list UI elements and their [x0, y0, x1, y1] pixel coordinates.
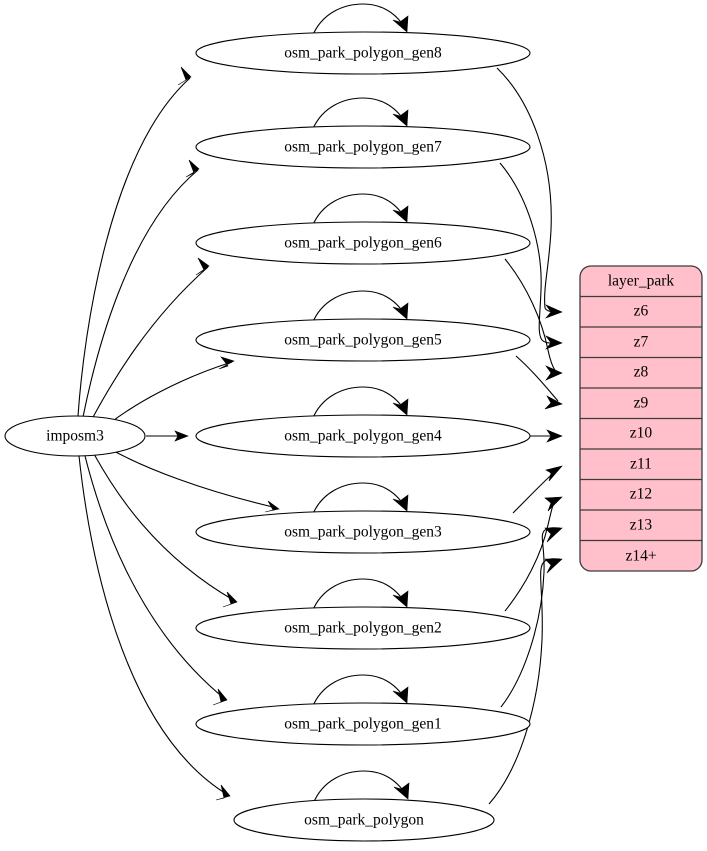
- self-loop-base: [312, 770, 410, 805]
- node-gen7[interactable]: osm_park_polygon_gen7: [195, 125, 531, 169]
- edges-to-layer-park: [488, 67, 563, 805]
- self-loop-gen3: [311, 482, 409, 517]
- edge-imposm3-to-gen5: [109, 356, 235, 424]
- edge-imposm3-to-base: [78, 455, 231, 801]
- edge-imposm3-to-gen3: [111, 449, 280, 513]
- node-imposm3[interactable]: imposm3: [4, 415, 146, 457]
- self-loop-gen5: [311, 290, 409, 325]
- record-node-layer-park[interactable]: layer_park z6 z7 z8 z9 z10 z11 z12 z13 z…: [579, 265, 703, 572]
- imposm3-label: imposm3: [46, 428, 104, 445]
- gen1-label: osm_park_polygon_gen1: [284, 716, 442, 733]
- layer-park-row-z11[interactable]: z11: [630, 456, 652, 473]
- edge-gen5-to-z9: [515, 355, 563, 410]
- edge-imposm3-to-gen8: [77, 66, 192, 417]
- node-gen2[interactable]: osm_park_polygon_gen2: [195, 606, 531, 650]
- layer-park-row-z10[interactable]: z10: [630, 425, 653, 442]
- edge-gen3-to-z11: [512, 465, 563, 514]
- edge-imposm3-to-gen7: [82, 159, 200, 418]
- edge-gen8-to-z6: [496, 67, 563, 319]
- node-gen8[interactable]: osm_park_polygon_gen8: [195, 31, 531, 75]
- edge-gen2-to-z12: [504, 496, 563, 612]
- layer-park-row-z8[interactable]: z8: [634, 364, 649, 381]
- gen6-ellipse[interactable]: [195, 221, 531, 265]
- layer-park-row-z14plus[interactable]: z14+: [625, 548, 656, 565]
- self-loop-gen8: [311, 3, 409, 38]
- base-label: osm_park_polygon: [304, 812, 424, 829]
- layer-park-header-label: layer_park: [608, 273, 675, 290]
- gen6-label: osm_park_polygon_gen6: [284, 235, 442, 252]
- gen1-ellipse[interactable]: [195, 702, 531, 746]
- edge-gen4-to-z10: [530, 429, 563, 443]
- node-gen3[interactable]: osm_park_polygon_gen3: [195, 510, 531, 554]
- gen8-label: osm_park_polygon_gen8: [284, 45, 442, 62]
- self-loop-gen7: [311, 97, 409, 132]
- gen7-label: osm_park_polygon_gen7: [284, 139, 442, 156]
- edge-imposm3-to-gen1: [84, 455, 228, 706]
- edge-imposm3-to-gen2: [93, 453, 238, 608]
- gen4-ellipse[interactable]: [195, 414, 531, 458]
- gen8-ellipse[interactable]: [195, 31, 531, 75]
- node-osm-park-polygon[interactable]: osm_park_polygon: [233, 798, 495, 842]
- edge-gen7-to-z7: [499, 162, 563, 350]
- self-loop-gen2: [311, 578, 409, 613]
- gen5-ellipse[interactable]: [195, 318, 531, 362]
- layer-park-row-z6[interactable]: z6: [634, 303, 649, 320]
- gen3-label: osm_park_polygon_gen3: [284, 524, 442, 541]
- edge-gen1-to-z13: [500, 527, 563, 708]
- edge-imposm3-to-gen6: [91, 257, 210, 420]
- edges-from-imposm3: [77, 66, 280, 801]
- layer-park-row-z7[interactable]: z7: [634, 334, 649, 351]
- gen7-ellipse[interactable]: [195, 125, 531, 169]
- base-ellipse[interactable]: [233, 798, 495, 842]
- node-gen6[interactable]: osm_park_polygon_gen6: [195, 221, 531, 265]
- edge-gen6-to-z8: [504, 258, 563, 381]
- self-loop-edges: [311, 3, 410, 805]
- gen3-ellipse[interactable]: [195, 510, 531, 554]
- layer-park-row-z9[interactable]: z9: [634, 395, 649, 412]
- edge-imposm3-to-gen4: [146, 430, 189, 442]
- gen4-label: osm_park_polygon_gen4: [284, 428, 442, 445]
- node-gen4[interactable]: osm_park_polygon_gen4: [195, 414, 531, 458]
- gen2-ellipse[interactable]: [195, 606, 531, 650]
- self-loop-gen6: [311, 193, 409, 228]
- layer-park-row-z13[interactable]: z13: [630, 517, 653, 534]
- node-gen1[interactable]: osm_park_polygon_gen1: [195, 702, 531, 746]
- self-loop-gen1: [311, 674, 409, 709]
- edge-base-to-z14plus: [488, 558, 563, 805]
- layer-park-row-z12[interactable]: z12: [630, 486, 652, 503]
- gen5-label: osm_park_polygon_gen5: [284, 332, 442, 349]
- imposm3-ellipse[interactable]: [4, 415, 146, 457]
- gen2-label: osm_park_polygon_gen2: [284, 620, 442, 637]
- self-loop-gen4: [311, 386, 409, 421]
- node-gen5[interactable]: osm_park_polygon_gen5: [195, 318, 531, 362]
